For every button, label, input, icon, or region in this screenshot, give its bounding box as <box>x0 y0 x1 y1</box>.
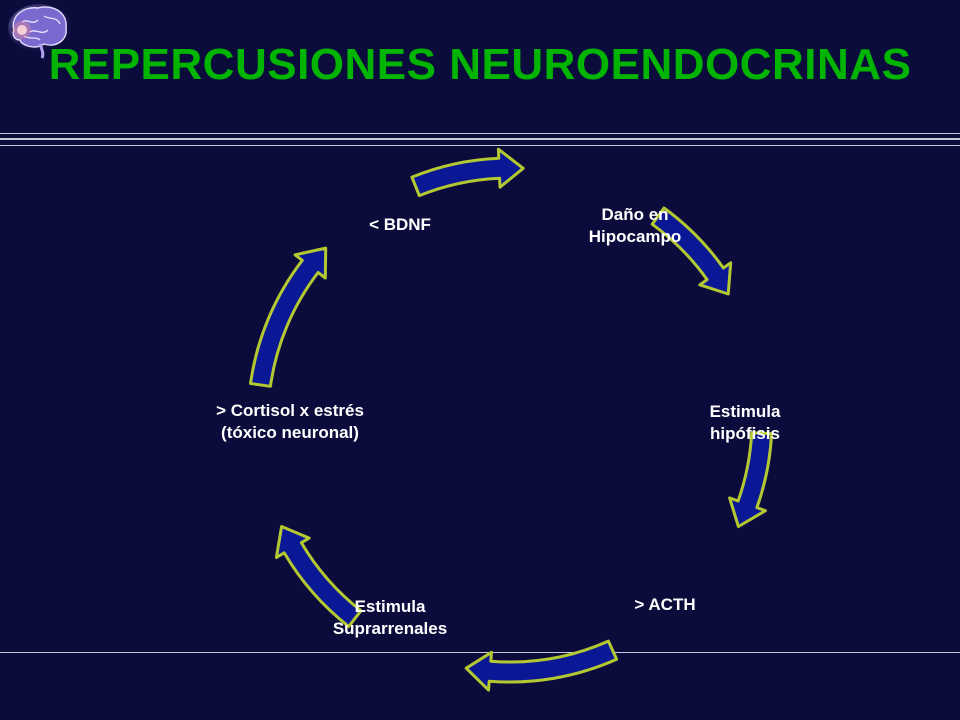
brain-logo-icon <box>8 4 72 59</box>
slide-title: REPERCUSIONES NEUROENDOCRINAS <box>48 40 912 89</box>
node-cortisol: > Cortisol x estrés (tóxico neuronal) <box>180 400 400 444</box>
node-label-line: Estimula <box>709 402 781 421</box>
node-estimula-suprarrenales: Estimula Suprarrenales <box>300 596 480 640</box>
title-divider-bottom <box>0 145 960 146</box>
node-label-line: Estimula <box>354 597 426 616</box>
node-bdnf: < BDNF <box>340 214 460 236</box>
node-label-line: Daño en <box>601 205 669 224</box>
cycle-arrow-5-icon <box>274 525 363 628</box>
node-label-line: hipófisis <box>710 424 780 443</box>
node-estimula-hipofisis: Estimula hipófisis <box>670 401 820 445</box>
node-acth: > ACTH <box>590 594 740 616</box>
title-divider-middle <box>0 138 960 140</box>
node-label-line: > ACTH <box>634 595 696 614</box>
node-label-line: (tóxico neuronal) <box>221 423 359 442</box>
node-dano-hipocampo: Daño en Hipocampo <box>560 204 710 248</box>
footer-divider <box>0 652 960 653</box>
cycle-arrow-1-icon <box>410 147 525 198</box>
node-label-line: Suprarrenales <box>332 619 448 638</box>
node-label-line: > Cortisol x estrés <box>216 401 364 420</box>
cycle-arrow-6-icon <box>249 246 328 388</box>
cycle-arrow-3-icon <box>728 431 774 528</box>
title-divider-top <box>0 133 960 134</box>
cycle-arrow-4-icon <box>464 639 619 692</box>
cycle-arrow-2-icon <box>650 206 733 296</box>
node-label-line: < BDNF <box>369 215 431 234</box>
node-label-line: Hipocampo <box>588 227 682 246</box>
